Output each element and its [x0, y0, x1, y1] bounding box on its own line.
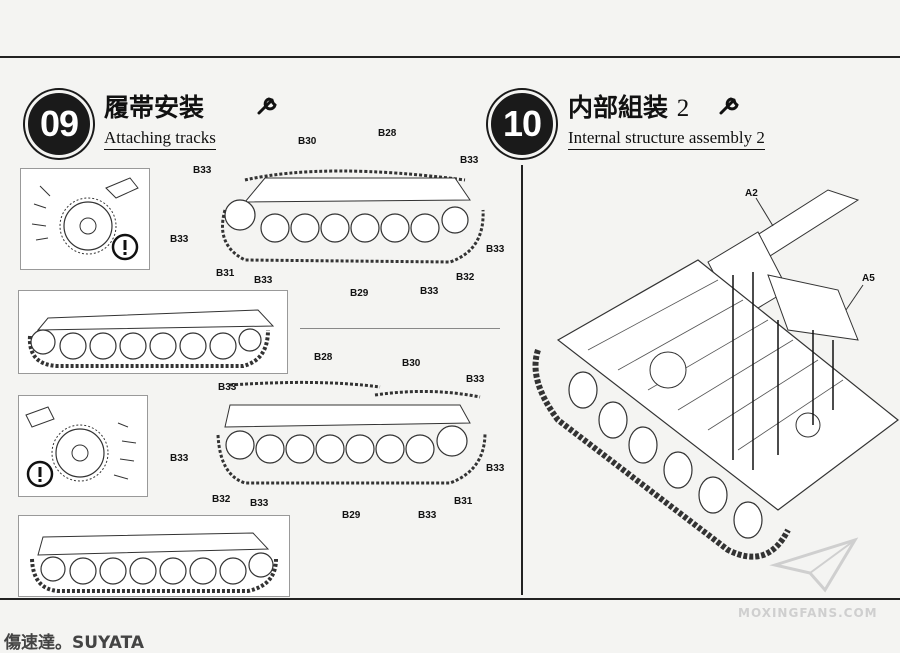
- result-panel-bottom: [18, 515, 290, 597]
- step-10-badge: 10: [488, 90, 556, 158]
- part-label: B29: [342, 510, 361, 521]
- part-label: B28: [378, 128, 397, 139]
- part-label: B33: [466, 374, 485, 385]
- part-label: B32: [456, 272, 475, 283]
- step-10-title-number: 2: [676, 95, 690, 122]
- part-label: B31: [216, 268, 235, 279]
- part-label: B33: [170, 234, 189, 245]
- wrench-icon: [719, 97, 739, 115]
- sprocket-detail-bottom: [25, 406, 137, 482]
- part-label: B32: [212, 494, 231, 505]
- part-label: B33: [254, 275, 273, 286]
- part-label: B33: [418, 510, 437, 521]
- part-label: B33: [218, 382, 237, 393]
- hull-result-bottom: [30, 532, 278, 593]
- step-10-number: 10: [502, 103, 542, 144]
- part-label: B30: [402, 358, 421, 369]
- step-10-title-cn: 内部組装 2: [568, 88, 689, 124]
- warning-icon: [111, 233, 139, 261]
- part-label: B28: [314, 352, 333, 363]
- part-label: A2: [745, 188, 758, 199]
- step-9-title-cn: 履帯安装: [104, 93, 205, 122]
- paper-plane-logo: [769, 537, 859, 593]
- step-10-title-cn-text: 内部組装: [568, 93, 669, 122]
- bottom-rule: [0, 598, 900, 600]
- step-9-title-en: Attaching tracks: [104, 128, 216, 150]
- column-divider: [521, 165, 523, 595]
- part-label: B33: [420, 286, 439, 297]
- part-label: B30: [298, 136, 317, 147]
- wrench-icon: [257, 97, 277, 115]
- part-label: A5: [862, 273, 875, 284]
- step-10-title-en: Internal structure assembly 2: [568, 128, 765, 150]
- part-label: B33: [250, 498, 269, 509]
- track-assembly-top: [221, 169, 485, 264]
- site-watermark: MOXINGFANS.COM: [738, 606, 878, 620]
- track-assembly-bottom: [216, 380, 487, 485]
- step-9-number: 09: [39, 103, 79, 144]
- top-rule: [0, 56, 900, 58]
- part-label: B33: [170, 453, 189, 464]
- footer-brand: 傷速達。SUYATA: [4, 633, 145, 653]
- sprocket-detail-top: [31, 177, 139, 255]
- part-label: B29: [350, 288, 369, 299]
- mid-rule: [300, 328, 500, 329]
- step-9-badge: 09: [25, 90, 93, 158]
- part-label: B31: [454, 496, 473, 507]
- hull-result-top: [27, 309, 275, 368]
- internal-assembly-drawing: [532, 189, 899, 560]
- part-label: B33: [486, 463, 505, 474]
- part-label: B33: [193, 165, 212, 176]
- part-label: B33: [486, 244, 505, 255]
- warning-icon: [26, 460, 54, 488]
- part-label: B33: [460, 155, 479, 166]
